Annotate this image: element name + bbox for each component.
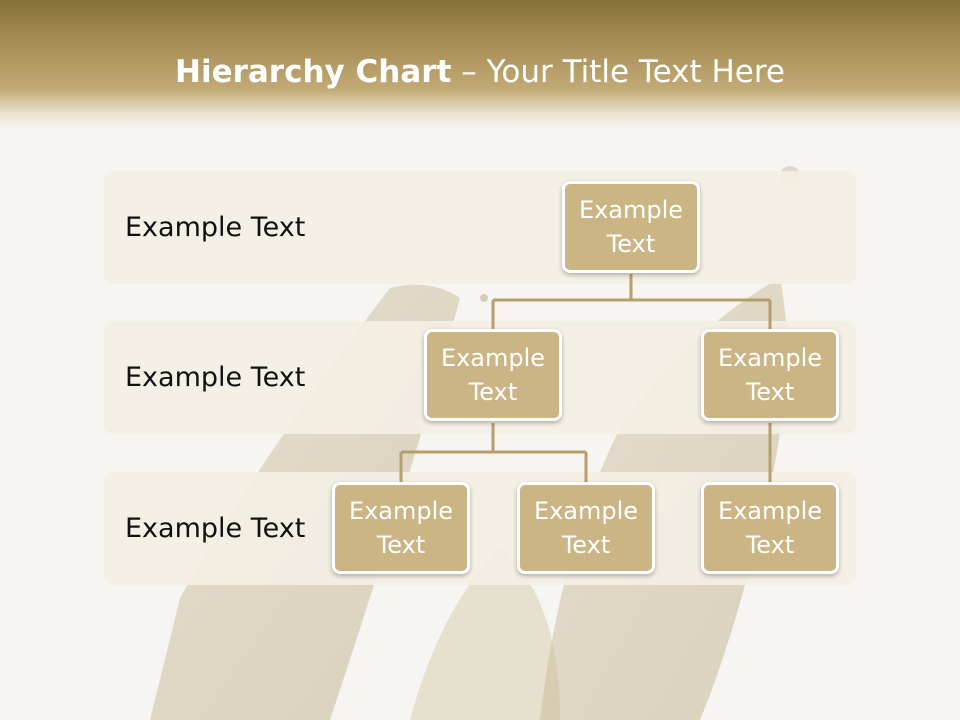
- node-level2-left-label: Example Text: [440, 344, 546, 406]
- node-level2-right-label: Example Text: [717, 344, 823, 406]
- node-level3-c[interactable]: Example Text: [701, 482, 839, 574]
- row-band-1: Example Text: [104, 171, 856, 284]
- node-level3-a[interactable]: Example Text: [332, 482, 470, 574]
- row-label-2: Example Text: [125, 362, 306, 393]
- node-level3-b[interactable]: Example Text: [517, 482, 655, 574]
- node-level3-a-label: Example Text: [348, 497, 454, 559]
- row-label-3: Example Text: [125, 513, 306, 544]
- node-level2-left[interactable]: Example Text: [424, 329, 562, 421]
- node-level3-b-label: Example Text: [533, 497, 639, 559]
- title-bold: Hierarchy Chart: [175, 54, 452, 90]
- title-rest: – Your Title Text Here: [451, 54, 785, 90]
- row-label-1: Example Text: [125, 212, 306, 243]
- node-root[interactable]: Example Text: [562, 181, 700, 273]
- node-root-label: Example Text: [578, 196, 684, 258]
- node-level3-c-label: Example Text: [717, 497, 823, 559]
- slide-title: Hierarchy Chart – Your Title Text Here: [0, 54, 960, 90]
- node-level2-right[interactable]: Example Text: [701, 329, 839, 421]
- title-bar: [0, 0, 960, 128]
